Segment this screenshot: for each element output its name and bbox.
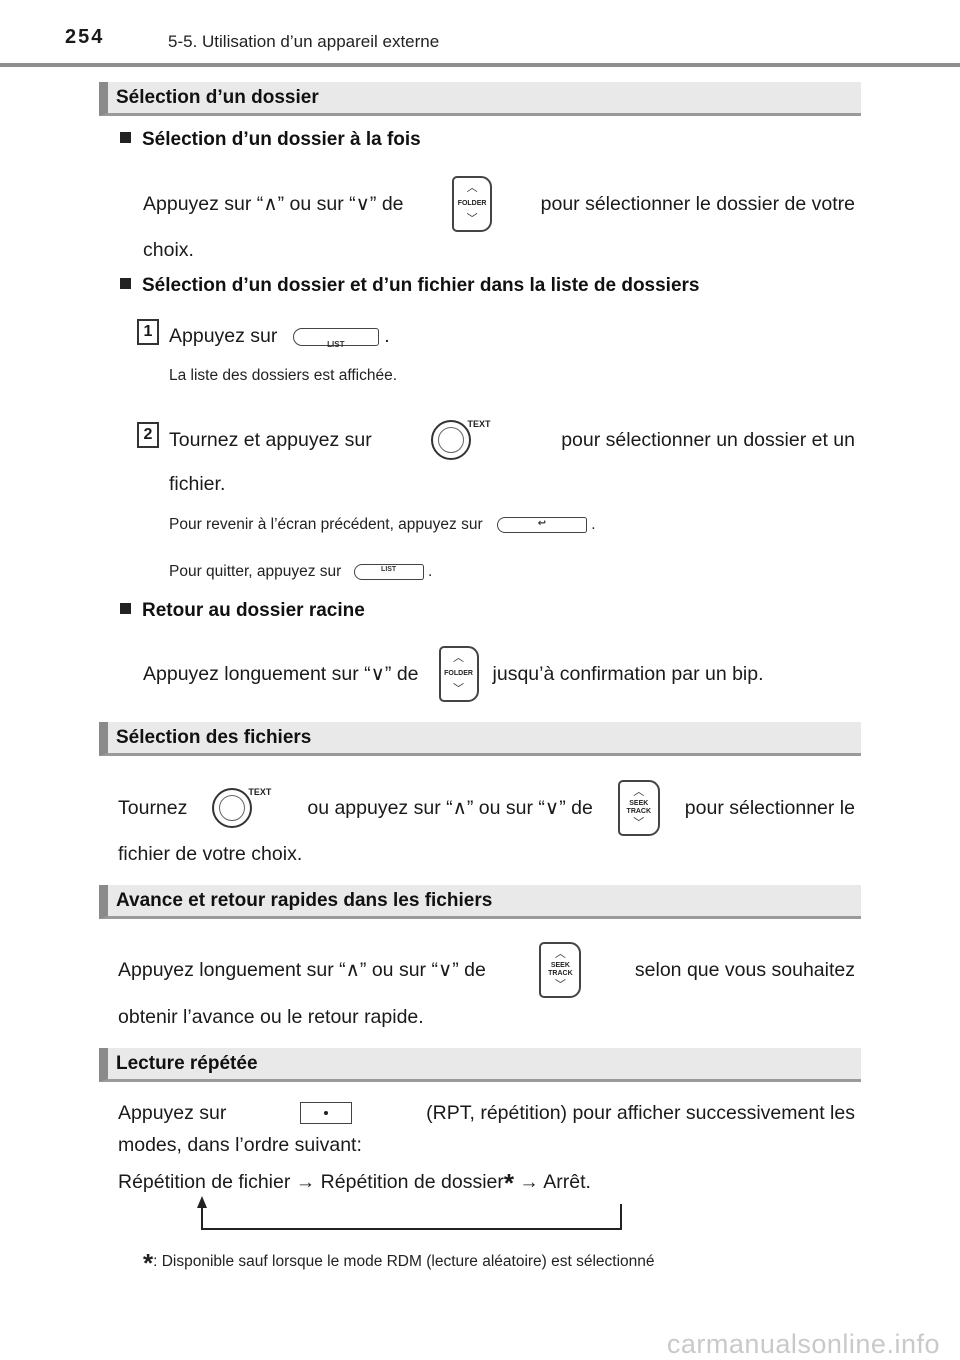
folder-button-icon: ︿ FOLDER ﹀ [452, 176, 493, 232]
step-2-note-quit: Pour quitter, appuyez sur LIST . [169, 563, 433, 580]
tune-knob-icon: TEXT [431, 418, 501, 462]
subsection-one-folder: Sélection d’un dossier à la fois [120, 129, 421, 151]
watermark: carmanualsonline.info [666, 1329, 940, 1359]
paragraph-fast-end: obtenir l’avance ou le retour rapide. [118, 1006, 424, 1028]
chapter-title: 5-5. Utilisation d’un appareil externe [168, 32, 440, 51]
paragraph-repeat-line2: modes, dans l’ordre suivant: [118, 1134, 362, 1156]
paragraph-root-folder: Appuyez longuement sur “∨” de ︿ FOLDER ﹀… [143, 646, 764, 702]
step-2-text-end: fichier. [169, 473, 226, 495]
paragraph-files-end: fichier de votre choix. [118, 843, 303, 865]
page-number: 254 [65, 26, 105, 48]
section-title: Sélection d’un dossier [116, 87, 319, 108]
step-2-text: Tournez et appuyez sur TEXT pour sélecti… [169, 416, 855, 464]
step-number-2: 2 [137, 422, 159, 448]
paragraph-repeat: Appuyez sur (RPT, répétition) pour affic… [118, 1102, 855, 1124]
subsection-folder-list: Sélection d’un dossier et d’un fichier d… [120, 275, 700, 297]
header-divider [0, 63, 960, 67]
section-header-repeat: Lecture répétée [99, 1048, 861, 1082]
rpt-button-icon [300, 1102, 353, 1124]
list-button-icon: LIST [353, 563, 424, 580]
section-header-fast: Avance et retour rapides dans les fichie… [99, 885, 861, 919]
square-bullet-icon [120, 603, 131, 614]
paragraph-files: Tournez TEXT ou appuyez sur “∧” ou sur “… [118, 780, 855, 836]
paragraph-folder-select: Appuyez sur “∧” ou sur “∨” de ︿ FOLDER ﹀… [143, 176, 855, 232]
step-number-1: 1 [137, 319, 159, 345]
tune-knob-icon: TEXT [212, 786, 282, 830]
subsection-root-folder: Retour au dossier racine [120, 600, 365, 622]
step-1-text: Appuyez sur LIST . [169, 325, 390, 349]
section-header-files: Sélection des fichiers [99, 722, 861, 756]
paragraph-folder-select-end: choix. [143, 239, 194, 261]
back-button-icon: ↩ [496, 516, 587, 533]
step-2-note-back: Pour revenir à l’écran précédent, appuye… [169, 516, 596, 533]
folder-button-icon: ︿ FOLDER ﹀ [438, 646, 479, 702]
paragraph-repeat-sequence: Répétition de fichier → Répétition de do… [118, 1168, 591, 1198]
section-header-folder: Sélection d’un dossier [99, 82, 861, 116]
step-1-note: La liste des dossiers est affichée. [169, 367, 398, 384]
square-bullet-icon [120, 132, 131, 143]
footnote: *: Disponible sauf lorsque le mode RDM (… [143, 1248, 655, 1278]
cycle-arrow-icon [197, 1196, 622, 1230]
paragraph-fast: Appuyez longuement sur “∧” ou sur “∨” de… [118, 942, 855, 998]
square-bullet-icon [120, 278, 131, 289]
list-button-icon: LIST [292, 327, 379, 349]
